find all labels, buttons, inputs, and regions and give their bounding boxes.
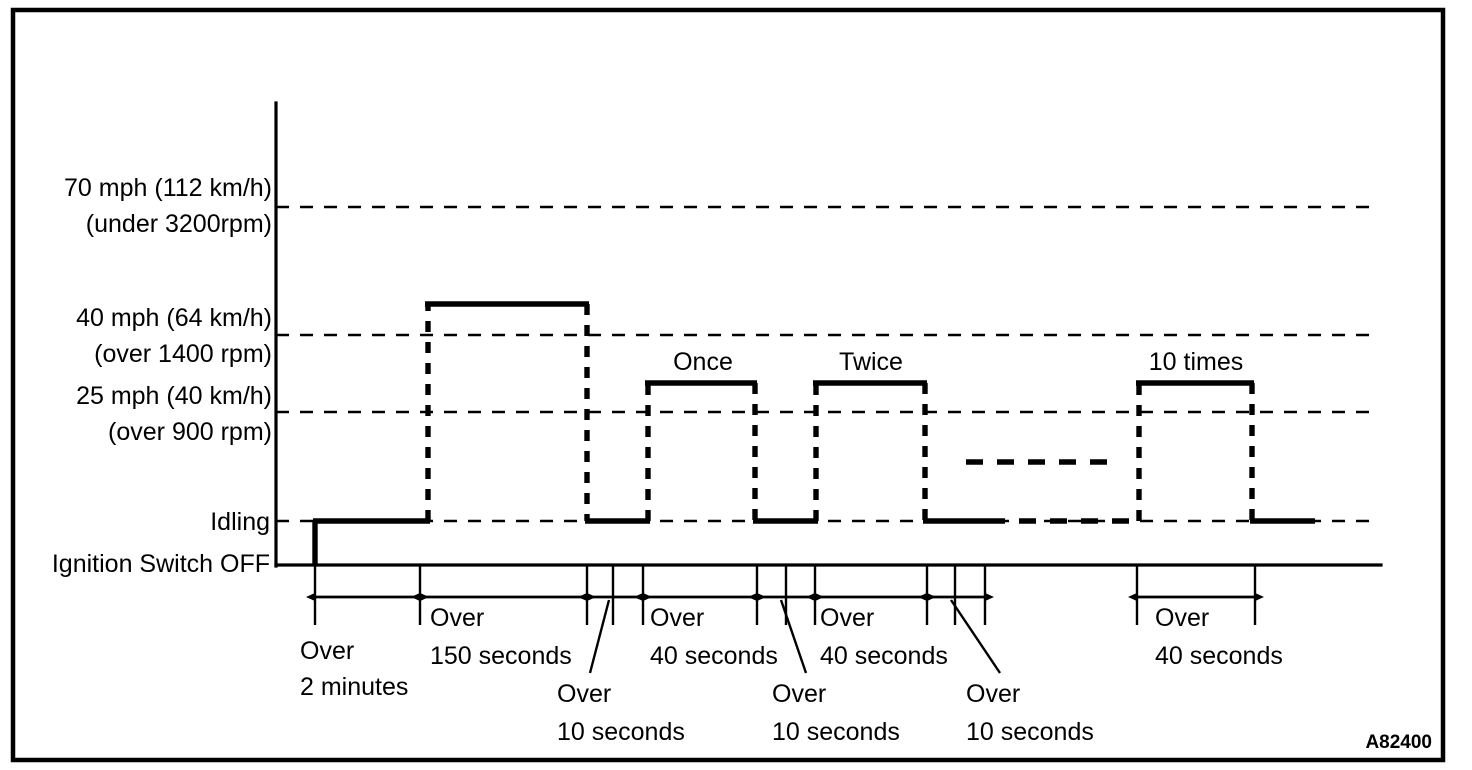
dim-label-over-2-minutes-line1: Over: [300, 637, 354, 665]
y-label-ignition-switch-off: Ignition Switch OFF: [52, 550, 270, 578]
y-label-70mph-line1: 70 mph (112 km/h): [64, 174, 272, 202]
leader-lines: [588, 599, 1001, 674]
y-axis-labels: 70 mph (112 km/h) (under 3200rpm) 40 mph…: [52, 174, 272, 578]
y-label-idling: Idling: [210, 508, 270, 536]
y-label-40mph-line2: (over 1400 rpm): [94, 340, 272, 368]
gridlines: [276, 205, 1378, 523]
dim-label-over-10-seconds-3-line2: 10 seconds: [966, 718, 1094, 746]
dim-label-over-40-seconds-3-line2: 40 seconds: [1155, 642, 1283, 670]
leader-over-10-seconds-2: [779, 599, 808, 674]
dim-label-over-40-seconds-3-line1: Over: [1155, 604, 1209, 632]
dim-label-over-2-minutes-line2: 2 minutes: [300, 673, 408, 701]
pulse-label-twice: Twice: [839, 348, 903, 376]
pulse-label-once: Once: [673, 348, 733, 376]
pulse-count-labels: Once Twice 10 times: [673, 348, 1243, 376]
dim-label-over-40-seconds-2-line2: 40 seconds: [820, 642, 948, 670]
figure-code: A82400: [1365, 732, 1432, 753]
dim-label-over-10-seconds-3-line1: Over: [966, 680, 1020, 708]
pulse-label-10-times: 10 times: [1149, 348, 1243, 376]
dim-label-over-10-seconds-2-line1: Over: [772, 680, 826, 708]
y-label-70mph-line2: (under 3200rpm): [86, 210, 272, 238]
y-label-40mph-line1: 40 mph (64 km/h): [76, 304, 272, 332]
y-label-25mph-line1: 25 mph (40 km/h): [76, 382, 272, 410]
dim-label-over-40-seconds-1-line2: 40 seconds: [650, 642, 778, 670]
dim-label-over-150-seconds-line1: Over: [430, 604, 484, 632]
leader-over-10-seconds-1: [588, 599, 611, 674]
dim-label-over-150-seconds-line2: 150 seconds: [430, 642, 572, 670]
figure-border: [10, 7, 1446, 763]
dim-label-over-10-seconds-1-line2: 10 seconds: [557, 718, 685, 746]
dim-label-over-40-seconds-1-line1: Over: [650, 604, 704, 632]
dimension-labels: Over 2 minutes Over 150 seconds Over 10 …: [300, 604, 1283, 746]
dim-label-over-10-seconds-2-line2: 10 seconds: [772, 718, 900, 746]
dim-label-over-10-seconds-1-line1: Over: [557, 680, 611, 708]
leader-over-10-seconds-3: [950, 599, 1001, 674]
y-label-25mph-line2: (over 900 rpm): [108, 418, 272, 446]
speed-waveform: [312, 301, 1315, 566]
dim-label-over-40-seconds-2-line1: Over: [820, 604, 874, 632]
